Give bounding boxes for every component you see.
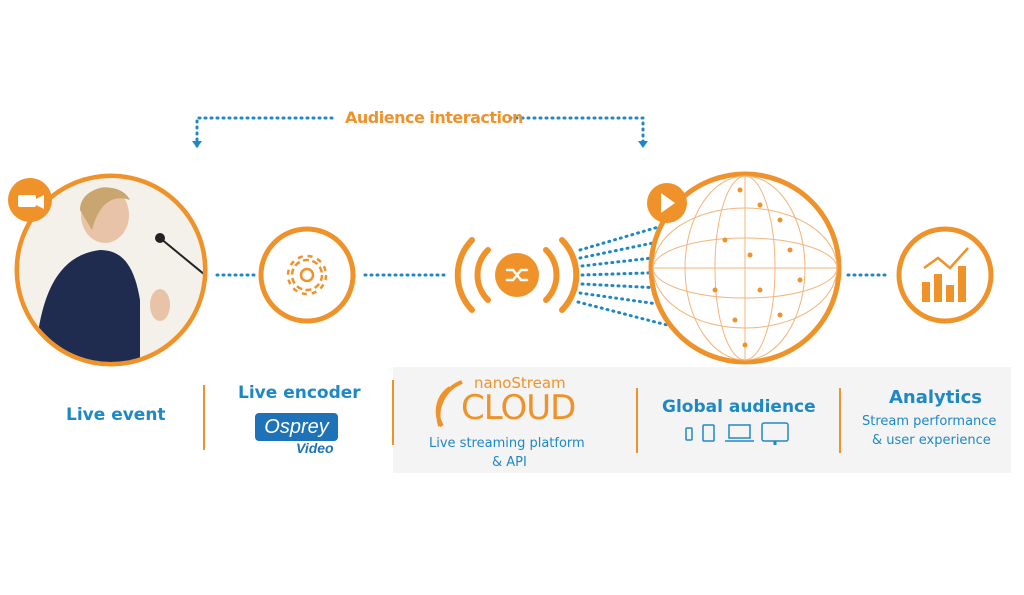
analytics-desc-line1: Stream performance [862, 414, 997, 429]
monitor-icon [761, 422, 789, 442]
device-icons [685, 422, 789, 445]
global-audience-title: Global audience [662, 397, 816, 417]
laptop-icon [725, 424, 754, 442]
nanostream-brand-top: nanoStream [474, 374, 566, 392]
cloud-desc-line1: Live streaming platform [429, 436, 585, 451]
video-camera-icon [18, 195, 36, 207]
nanostream-brand-main: CLOUD [461, 388, 576, 428]
phone-icon [685, 427, 693, 441]
arrow-heads [192, 141, 648, 148]
global-audience-globe [647, 171, 842, 365]
dividers [203, 380, 841, 453]
cloud-desc-line2: & API [492, 455, 527, 470]
analytics-chart-icon [896, 226, 994, 324]
analytics-desc-line2: & user experience [872, 433, 991, 448]
encoder-gear-icon [258, 226, 356, 324]
platform-panel [393, 367, 1011, 473]
live-event-title: Live event [66, 405, 166, 425]
audience-interaction-label: Audience interaction [345, 108, 523, 127]
osprey-logo-sub: Video [296, 440, 334, 456]
cloud-broadcast-icon [454, 237, 580, 313]
live-event-photo [8, 173, 208, 367]
tablet-icon [702, 424, 715, 442]
osprey-logo: Osprey [255, 413, 338, 441]
nanostream-logo-waves [435, 380, 463, 428]
live-encoder-title: Live encoder [238, 383, 361, 403]
analytics-title: Analytics [889, 387, 982, 408]
play-icon [661, 193, 675, 213]
interaction-arrow-right [508, 116, 645, 148]
interaction-arrow-left [195, 116, 337, 148]
